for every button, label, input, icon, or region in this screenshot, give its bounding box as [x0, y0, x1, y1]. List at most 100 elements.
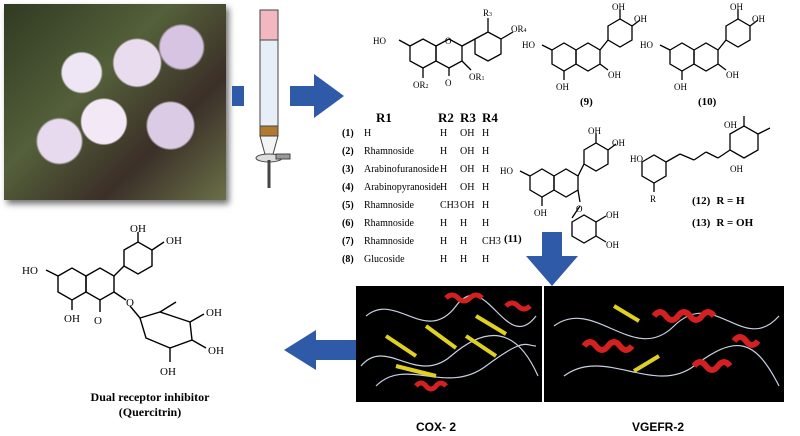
c11-oh4: OH: [606, 210, 619, 220]
table-cell: OH: [460, 146, 475, 157]
compound-11-label: (11): [504, 233, 522, 245]
c10-oh1: OH: [730, 2, 743, 12]
c12-oh1: OH: [724, 120, 737, 130]
c12-oh2: OH: [730, 164, 743, 174]
table-cell: (8): [342, 254, 354, 265]
c11-oh2: OH: [612, 138, 625, 148]
q-oh2: OH: [166, 235, 182, 247]
chromatography-column-icon: [255, 9, 291, 188]
quercitrin-structure: HO OH OH OH O O OH OH OH: [22, 223, 224, 378]
c11-oh3: OH: [534, 208, 547, 218]
table-row: (8) Glucoside H H H: [342, 254, 520, 272]
table-cell: H: [482, 146, 490, 157]
compound-13-label: (13)R = OH: [692, 217, 754, 229]
q-oh6: OH: [160, 366, 176, 378]
table-cell: H: [440, 128, 448, 139]
flower-photo: [4, 4, 226, 200]
flav-keto-o: O: [445, 78, 452, 88]
table-cell: (6): [342, 218, 354, 229]
flav-or1: OR1: [469, 72, 485, 82]
flav-o: O: [445, 36, 452, 46]
cox2-panel: [356, 286, 542, 402]
c12-r: R: [650, 194, 656, 204]
header-r4: R4: [482, 110, 498, 125]
table-cell: H: [460, 254, 468, 265]
arrow-left-icon: [284, 330, 356, 370]
arrow-right-icon: [232, 74, 344, 118]
c10-oh2: OH: [752, 14, 765, 24]
table-cell: H: [482, 254, 490, 265]
table-cell: H: [364, 128, 372, 139]
c12-ho: HO: [630, 154, 643, 164]
table-cell: CH3: [482, 236, 501, 247]
c9-oh3: OH: [608, 70, 621, 80]
c11-ho: HO: [500, 166, 513, 176]
q-oh4: OH: [206, 307, 222, 319]
header-r3: R3: [460, 110, 476, 125]
compound-9-structure: HO OH OH OH OH (9): [522, 2, 647, 108]
table-cell: (3): [342, 164, 354, 175]
table-cell: (2): [342, 146, 354, 157]
table-cell: Glucoside: [364, 254, 405, 265]
table-cell: H: [440, 236, 448, 247]
table-cell: H: [440, 146, 448, 157]
header-r2: R2: [438, 110, 454, 125]
table-cell: H: [460, 236, 468, 247]
compound-12-label: (12)R = H: [692, 195, 745, 207]
table-cell: Rhamnoside: [364, 218, 414, 229]
table-cell: Rhamnoside: [364, 200, 414, 211]
table-cell: OH: [460, 200, 475, 211]
table-cell: H: [440, 182, 448, 193]
flavonol-structure: HO O R3 OR4 O OR1 OR2: [373, 8, 527, 90]
q-oh5: OH: [208, 345, 224, 357]
table-cell: OH: [460, 182, 475, 193]
table-cell: Rhamnoside: [364, 236, 414, 247]
vegfr2-ribbon-icon: [553, 304, 780, 387]
q-o2: O: [126, 297, 134, 309]
table-header: R1 R2 R3 R4: [342, 110, 520, 128]
table-cell: (5): [342, 200, 354, 211]
quercitrin-title: Dual receptor inhibitor: [90, 390, 210, 404]
flav-or2: OR2: [413, 80, 429, 90]
vegfr2-caption: VGEFR-2: [632, 420, 685, 434]
compound-11-structure: HO OH OH OH O OH OH (11): [500, 126, 625, 250]
c11-oh1: OH: [588, 126, 601, 136]
flav-ho: HO: [373, 36, 386, 46]
q-ho: HO: [22, 265, 38, 277]
table-cell: H: [460, 218, 468, 229]
compound-9-label: (9): [580, 96, 593, 108]
table-cell: H: [482, 182, 490, 193]
table-cell: OH: [460, 164, 475, 175]
c9-oh4: OH: [556, 82, 569, 92]
c10-oh3: OH: [726, 70, 739, 80]
c9-oh2: OH: [634, 14, 647, 24]
q-oh3: OH: [64, 313, 80, 325]
quercitrin-subtitle: (Quercitrin): [118, 405, 182, 419]
c9-ho: HO: [522, 40, 535, 50]
arrow-down-icon: [526, 232, 578, 286]
c10-ho: HO: [640, 40, 653, 50]
compound-12-13-structure: HO R OH OH (12)R = H (13)R = OH: [630, 116, 771, 229]
table-cell: Rhamnoside: [364, 146, 414, 157]
table-cell: H: [440, 164, 448, 175]
c9-oh1: OH: [612, 2, 625, 12]
cox2-caption: COX- 2: [416, 420, 457, 434]
header-r1: R1: [376, 110, 392, 125]
flav-r4: OR4: [511, 24, 527, 34]
table-cell: (1): [342, 128, 354, 139]
table-cell: H: [482, 200, 490, 211]
table-cell: (4): [342, 182, 354, 193]
c10-oh4: OH: [674, 82, 687, 92]
compound-10-structure: HO OH OH OH OH (10): [640, 2, 765, 108]
c11-o: O: [576, 204, 583, 214]
table-cell: H: [440, 254, 448, 265]
c11-oh5: OH: [606, 240, 619, 250]
